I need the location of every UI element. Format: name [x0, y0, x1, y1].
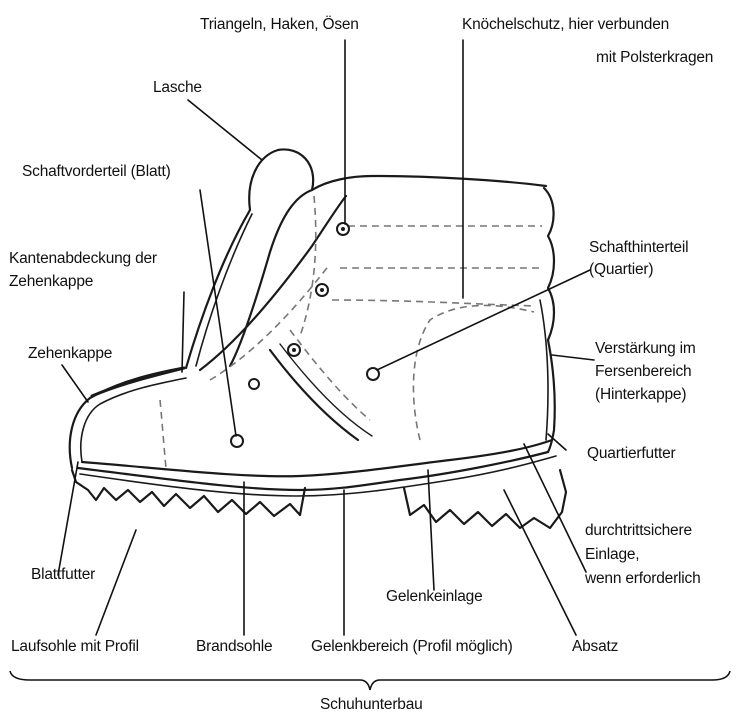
leader-verstaerkung: [552, 355, 594, 360]
label-schaftvorderteil: Schaftvorderteil (Blatt): [22, 161, 171, 183]
label-kantenabdeckung-line1: Kantenabdeckung der: [9, 248, 157, 270]
label-lasche: Lasche: [153, 77, 202, 99]
label-verstaerkung-line3: (Hinterkappe): [595, 384, 686, 406]
collar-padding: [544, 188, 554, 340]
label-brandsohle: Brandsohle: [196, 636, 272, 658]
leader-einlage: [524, 444, 586, 572]
leader-absatz: [504, 490, 576, 635]
leader-gelenkeinlage: [428, 470, 434, 590]
heel-counter: [540, 300, 548, 440]
label-schuhunterbau: Schuhunterbau: [320, 694, 423, 714]
label-schafthinterteil-line1: Schafthinterteil: [589, 237, 688, 259]
label-knoechelschutz-line1: Knöchelschutz, hier verbunden: [462, 14, 669, 36]
label-kantenabdeckung-line2: Zehenkappe: [9, 271, 93, 293]
label-quartierfutter: Quartierfutter: [587, 443, 676, 465]
leader-schaftvorderteil: [200, 190, 236, 436]
stitch-quarter: [290, 330, 370, 420]
tongue-fold: [196, 214, 252, 366]
insole-line: [82, 440, 552, 476]
leader-kanten: [182, 292, 184, 372]
stitch-collar-3: [332, 300, 536, 306]
stitch-heel: [413, 305, 534, 440]
quarter-seam: [270, 350, 358, 440]
stitch-ankle: [300, 196, 316, 336]
quarter-seam-2: [280, 344, 372, 436]
label-verstaerkung-line1: Verstärkung im: [595, 338, 696, 360]
label-einlage-line2: Einlage,: [585, 544, 639, 566]
label-absatz: Absatz: [572, 636, 618, 658]
label-einlage-line1: durchtrittsichere: [585, 520, 692, 542]
label-schafthinterteil-line2: (Quartier): [589, 259, 653, 281]
collar-outline: [312, 176, 546, 190]
label-einlage-line3: wenn erforderlich: [585, 568, 701, 590]
eyelet-2: [249, 379, 259, 389]
leader-lasche: [188, 100, 262, 160]
label-blattfutter: Blattfutter: [31, 564, 95, 586]
schuhunterbau-brace: [10, 671, 730, 690]
label-gelenkbereich: Gelenkbereich (Profil möglich): [311, 636, 513, 658]
label-zehenkappe: Zehenkappe: [28, 343, 112, 365]
label-dot-blatt: [231, 435, 243, 447]
label-laufsohle: Laufsohle mit Profil: [11, 636, 139, 658]
stitch-vamp: [160, 400, 166, 468]
label-knoechelschutz-line2: mit Polsterkragen: [596, 47, 713, 69]
toe-cap-inner: [81, 378, 186, 462]
leader-zehenkappe: [62, 365, 88, 402]
label-triangeln: Triangeln, Haken, Ösen: [200, 14, 359, 36]
label-gelenkeinlage: Gelenkeinlage: [386, 586, 483, 608]
label-verstaerkung-line2: Fersenbereich: [595, 361, 691, 383]
leader-laufsohle: [96, 530, 136, 635]
leader-blattfutter: [58, 462, 78, 575]
